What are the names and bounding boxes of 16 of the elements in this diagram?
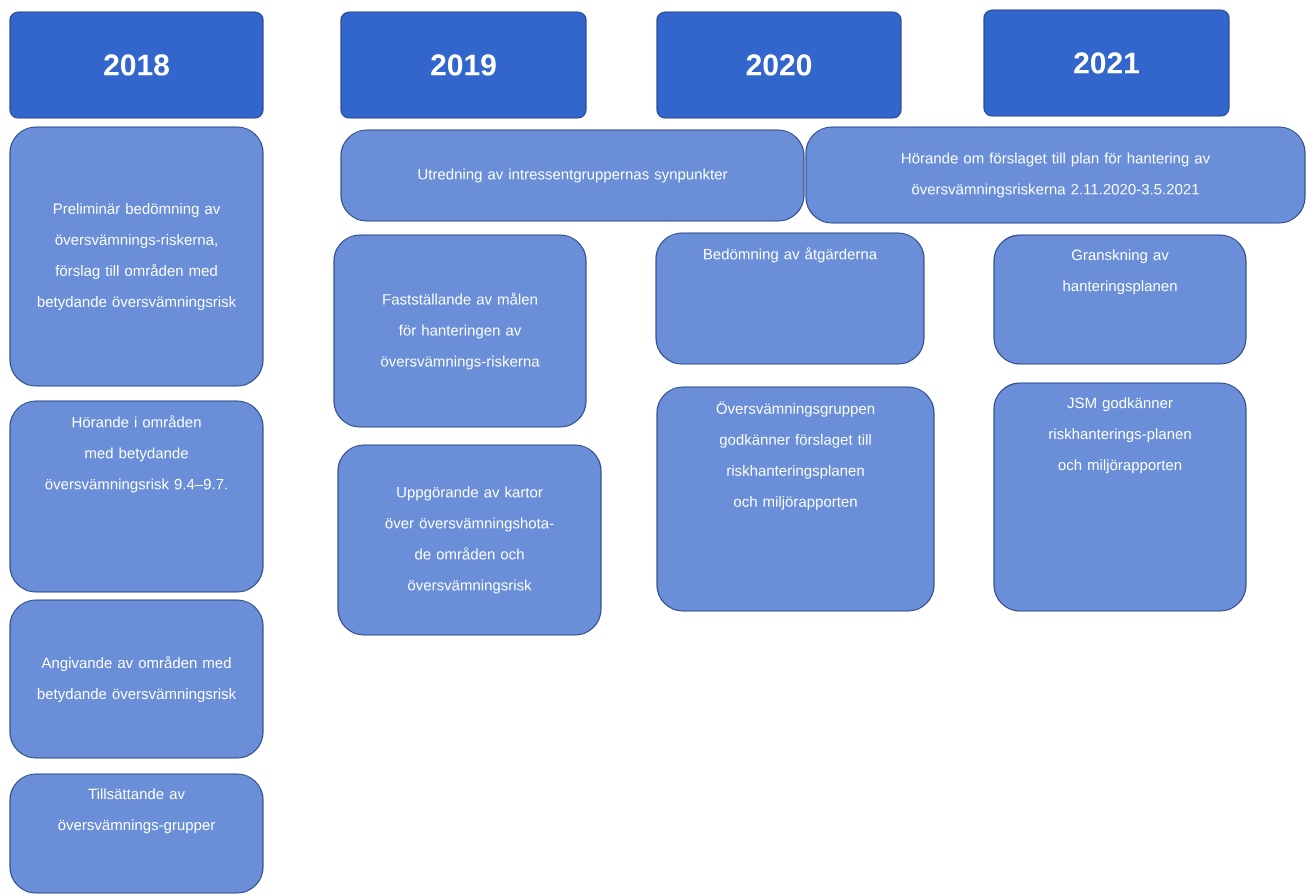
year-box: 2020: [656, 11, 902, 119]
task-box: Översvämningsgruppen godkänner förslaget till riskhanteringsplanen och miljörapporten: [656, 386, 935, 612]
year-box: 2018: [9, 11, 264, 119]
year-box: 2019: [340, 11, 587, 119]
task-box: Preliminär bedömning av översvämnings-riskerna, förslag till områden med betydande översvämningsrisk: [9, 126, 264, 387]
task-box: Hörande om förslaget till plan för hantering av översvämningsriskerna 2.11.2020-3.5.2021: [805, 126, 1306, 224]
task-box: JSM godkänner riskhanterings-planen och miljörapporten: [993, 382, 1247, 612]
task-box: Uppgörande av kartor över översvämningshota-de områden och översvämningsrisk: [337, 444, 602, 636]
task-box: Granskning av hanteringsplanen: [993, 234, 1247, 365]
year-box: 2021: [983, 9, 1230, 117]
task-box: Angivande av områden med betydande översvämningsrisk: [9, 599, 264, 759]
task-box: Utredning av intressentgruppernas synpunkter: [340, 129, 805, 222]
task-box: Tillsättande av översvämnings-grupper: [9, 773, 264, 894]
task-box: Fastställande av målen för hanteringen av översvämnings-riskerna: [333, 234, 587, 428]
task-box: Bedömning av åtgärderna: [655, 232, 925, 365]
task-box: Hörande i områden med betydande översvämningsrisk 9.4–9.7.: [9, 400, 264, 593]
